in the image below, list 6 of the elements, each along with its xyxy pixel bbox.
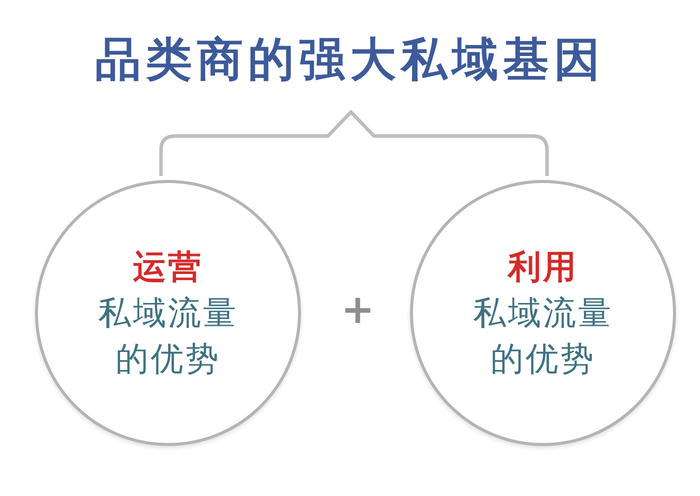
title: 品类商的强大私域基因: [95, 32, 605, 86]
circle-heading: 运营: [133, 246, 203, 288]
circle-heading: 利用: [508, 246, 578, 288]
circle-text: 私域流量的优势: [472, 292, 614, 380]
circle-text: 私域流量的优势: [97, 292, 239, 380]
plus-sign: +: [341, 290, 375, 330]
